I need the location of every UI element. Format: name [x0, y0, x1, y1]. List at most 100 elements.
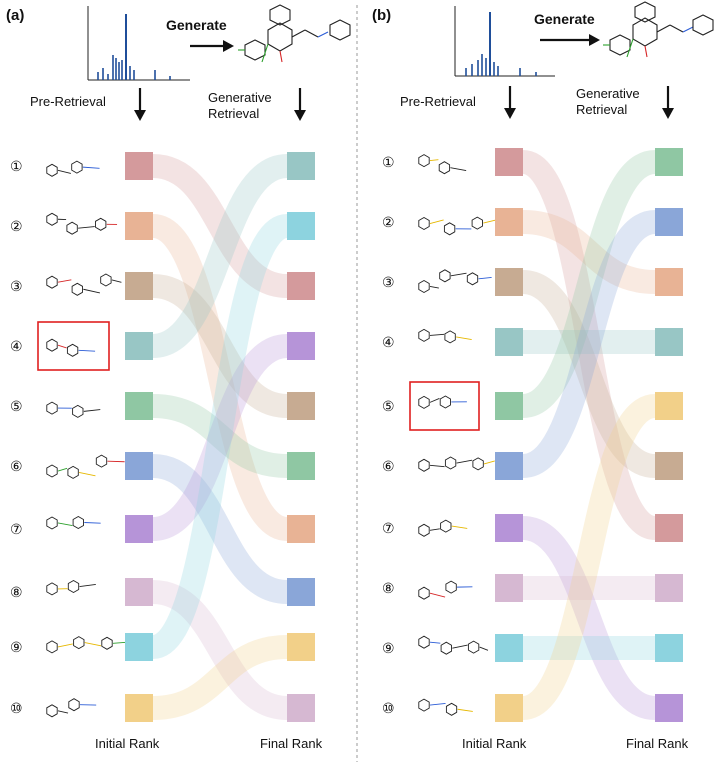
rank-flows	[520, 150, 658, 720]
generative-retrieval-label-2: Retrieval	[208, 106, 259, 121]
final-rank-box	[287, 694, 315, 722]
rank-number: ⑤	[10, 398, 23, 414]
final-rank-box	[655, 694, 683, 722]
rank-flow-band	[151, 580, 289, 720]
initial-rank-box	[495, 574, 523, 602]
rank-flow-band	[521, 270, 657, 478]
generative-retrieval-label-2: Retrieval	[576, 102, 627, 117]
final-rank-box	[287, 392, 315, 420]
final-rank-box	[287, 272, 315, 300]
generative-retrieval-label-1: Generative	[208, 90, 272, 105]
rank-number: ⑩	[382, 700, 395, 716]
final-rank-box	[287, 515, 315, 543]
final-rank-box	[287, 332, 315, 360]
panel-a-label: (a)	[6, 7, 24, 24]
rank-flow-band	[522, 210, 656, 294]
generate-arrow-icon	[190, 40, 234, 52]
mass-spectrum-icon	[87, 6, 190, 81]
final-rank-label: Final Rank	[260, 736, 323, 751]
final-rank-box	[655, 268, 683, 296]
panel-b: (b) Generate	[372, 1, 714, 751]
rank-flow-band	[520, 394, 658, 720]
initial-rank-box	[125, 212, 153, 240]
rank-number: ①	[10, 158, 23, 174]
rank-number: ③	[382, 274, 395, 290]
rank-flows	[150, 154, 290, 720]
final-rank-box	[655, 634, 683, 662]
rank-flow-band	[520, 210, 658, 478]
generate-arrow-icon	[540, 34, 600, 46]
initial-rank-box	[495, 392, 523, 420]
candidate-molecule-icon	[418, 395, 467, 409]
final-rank-box	[287, 452, 315, 480]
rank-flow-band	[151, 274, 289, 418]
candidate-molecule-icon	[46, 579, 96, 596]
rank-number: ⑥	[382, 458, 395, 474]
candidate-molecule-icon	[46, 698, 97, 718]
final-rank-box	[287, 212, 315, 240]
initial-rank-box	[495, 208, 523, 236]
candidate-molecule-icon	[418, 328, 472, 344]
candidate-molecule-icon	[46, 160, 100, 177]
down-arrow-icon	[134, 88, 146, 121]
highlight-frame	[409, 381, 480, 431]
generate-label: Generate	[534, 11, 595, 27]
candidate-molecule-icon	[46, 212, 118, 235]
generated-molecule-icon	[238, 4, 351, 63]
candidate-molecule-icon	[418, 635, 489, 655]
rank-flow-band	[150, 214, 290, 541]
pre-retrieval-label: Pre-Retrieval	[30, 94, 106, 109]
initial-rank-label: Initial Rank	[95, 736, 160, 751]
rank-number: ⑧	[10, 584, 23, 600]
candidate-molecule-icon	[418, 456, 495, 472]
pre-retrieval-label: Pre-Retrieval	[400, 94, 476, 109]
rank-flow-band	[151, 454, 289, 604]
candidate-molecule-icon	[418, 580, 473, 600]
mass-spectrum-icon	[454, 6, 555, 77]
candidate-molecule-icon	[418, 269, 492, 294]
generative-retrieval-label-1: Generative	[576, 86, 640, 101]
initial-rank-label: Initial Rank	[462, 736, 527, 751]
rank-number: ①	[382, 154, 395, 170]
rank-number: ③	[10, 278, 23, 294]
candidate-molecule-icon	[46, 636, 128, 654]
initial-rank-box	[495, 148, 523, 176]
candidate-molecule-icon	[46, 338, 96, 357]
rank-number: ②	[10, 218, 23, 234]
final-rank-box	[655, 148, 683, 176]
panel-a: (a) Generate	[6, 4, 351, 751]
final-rank-box	[287, 633, 315, 661]
generated-molecule-icon	[603, 1, 714, 58]
initial-rank-box	[125, 332, 153, 360]
initial-rank-box	[125, 152, 153, 180]
final-rank-box	[655, 574, 683, 602]
down-arrow-icon	[662, 86, 674, 119]
rank-flow-band	[152, 635, 288, 720]
rank-flow-band	[151, 334, 289, 541]
rank-boxes	[125, 152, 315, 722]
final-rank-label: Final Rank	[626, 736, 689, 751]
rank-number: ④	[10, 338, 23, 354]
initial-rank-box	[125, 694, 153, 722]
rank-number: ⑩	[10, 700, 23, 716]
final-rank-box	[655, 328, 683, 356]
rank-number: ④	[382, 334, 395, 350]
initial-rank-box	[125, 578, 153, 606]
candidate-molecule-icon	[418, 698, 473, 716]
down-arrow-icon	[294, 88, 306, 121]
rank-number: ⑥	[10, 458, 23, 474]
down-arrow-icon	[504, 86, 516, 119]
initial-rank-box	[495, 514, 523, 542]
rank-boxes	[495, 148, 683, 722]
candidate-molecule-icon	[418, 154, 467, 175]
candidate-molecule-icon	[46, 273, 122, 296]
rank-number: ⑦	[382, 520, 395, 536]
candidate-molecule-icon	[418, 216, 498, 236]
initial-rank-box	[125, 392, 153, 420]
rank-number: ⑧	[382, 580, 395, 596]
final-rank-box	[287, 578, 315, 606]
rank-flow-band	[521, 516, 657, 720]
